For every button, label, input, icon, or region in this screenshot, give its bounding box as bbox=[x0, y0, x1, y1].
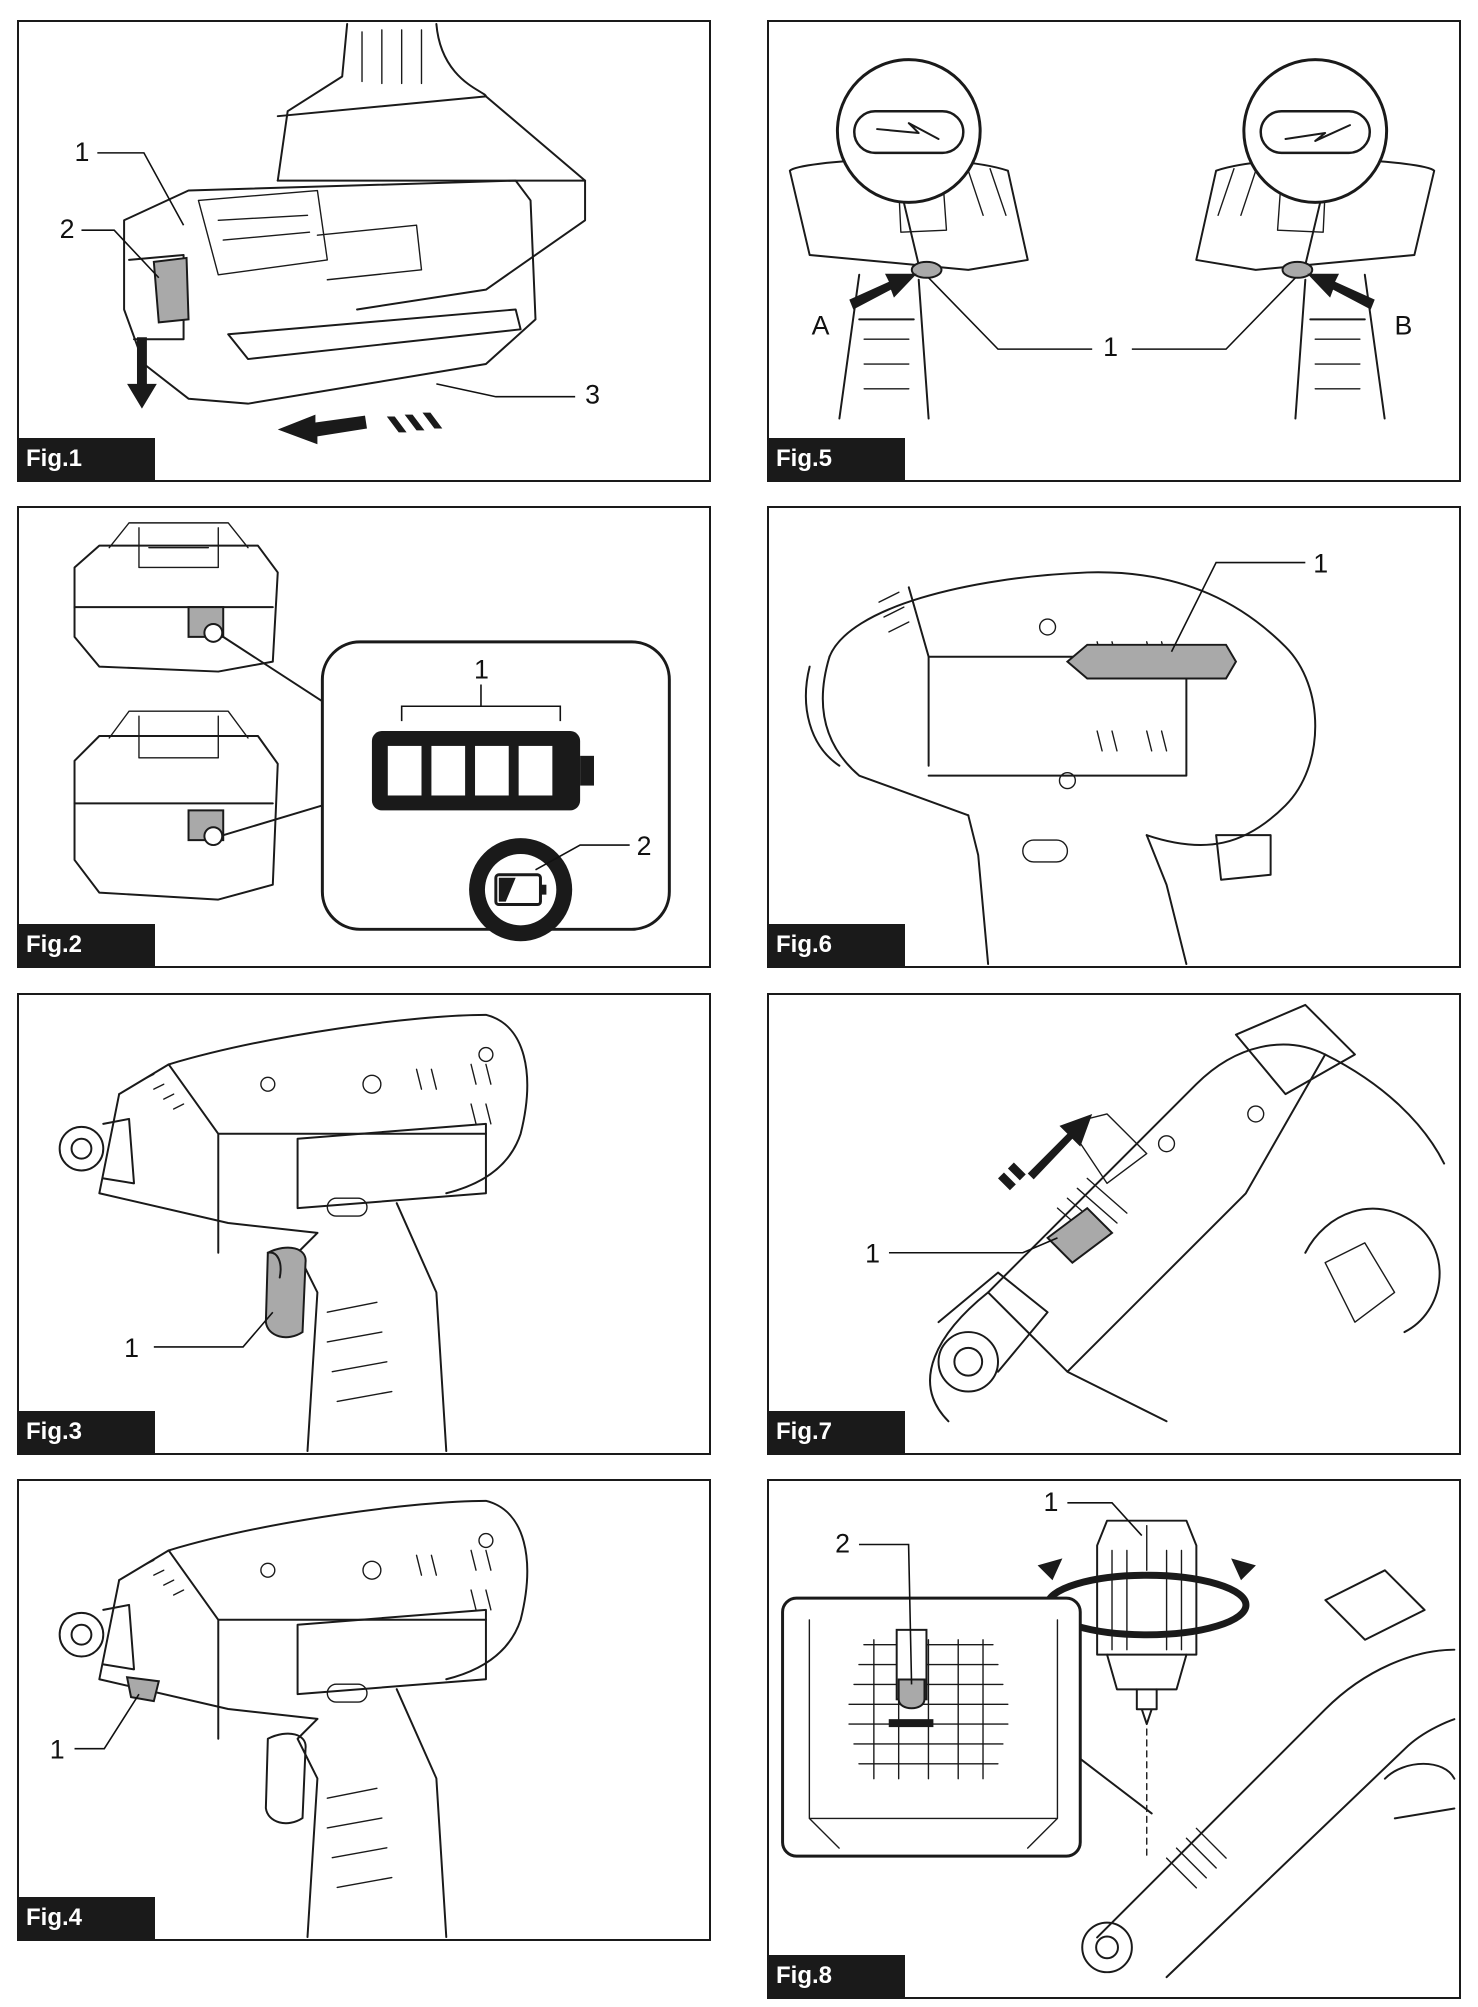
figure-label: Fig.8 bbox=[769, 1955, 905, 1997]
callout-label: A bbox=[812, 310, 830, 340]
figure-8-drawing: 1 2 bbox=[781, 1487, 1456, 1979]
figure-label: Fig.5 bbox=[769, 438, 905, 480]
figure-label: Fig.7 bbox=[769, 1411, 905, 1453]
figure-label: Fig.6 bbox=[769, 924, 905, 966]
figure-label: Fig.2 bbox=[19, 924, 155, 966]
figure-7-panel: 1 Fig.7 bbox=[767, 993, 1461, 1455]
figure-1-panel: 1 2 3 Fig.1 bbox=[17, 20, 711, 482]
callout-label: 1 bbox=[474, 655, 489, 685]
figure-7-drawing: 1 bbox=[865, 1003, 1446, 1423]
callout-label: 2 bbox=[637, 831, 652, 861]
figure-6-panel: 1 Fig.6 bbox=[767, 506, 1461, 968]
callout-label: 2 bbox=[60, 214, 75, 244]
callout-label: 1 bbox=[1044, 1487, 1059, 1517]
figure-2-drawing: 1 2 bbox=[73, 522, 671, 942]
callout-label: 1 bbox=[1313, 548, 1328, 578]
callout-label: 2 bbox=[835, 1528, 850, 1558]
callout-label: 1 bbox=[865, 1239, 880, 1269]
figure-4-panel: 1 Fig.4 bbox=[17, 1479, 711, 1941]
figure-8-panel: 1 2 Fig.8 bbox=[767, 1479, 1461, 1999]
figure-6-drawing: 1 bbox=[804, 548, 1328, 966]
callout-label: 1 bbox=[50, 1735, 65, 1765]
figure-3-drawing: 1 bbox=[58, 1013, 529, 1453]
figure-5-panel: A 1 B Fig.5 bbox=[767, 20, 1461, 482]
figure-1-drawing: 1 2 3 bbox=[60, 22, 600, 445]
figure-4-drawing: 1 bbox=[50, 1499, 529, 1939]
figure-label: Fig.4 bbox=[19, 1897, 155, 1939]
figure-2-panel: 1 2 Fig.2 bbox=[17, 506, 711, 968]
figure-3-panel: 1 Fig.3 bbox=[17, 993, 711, 1455]
callout-label: 1 bbox=[124, 1333, 139, 1363]
callout-label: 3 bbox=[585, 380, 600, 410]
figure-5-drawing: A 1 B bbox=[788, 58, 1436, 420]
callout-label: 1 bbox=[1103, 332, 1118, 362]
figure-label: Fig.3 bbox=[19, 1411, 155, 1453]
callout-label: 1 bbox=[75, 137, 90, 167]
figure-label: Fig.1 bbox=[19, 438, 155, 480]
callout-label: B bbox=[1395, 310, 1413, 340]
